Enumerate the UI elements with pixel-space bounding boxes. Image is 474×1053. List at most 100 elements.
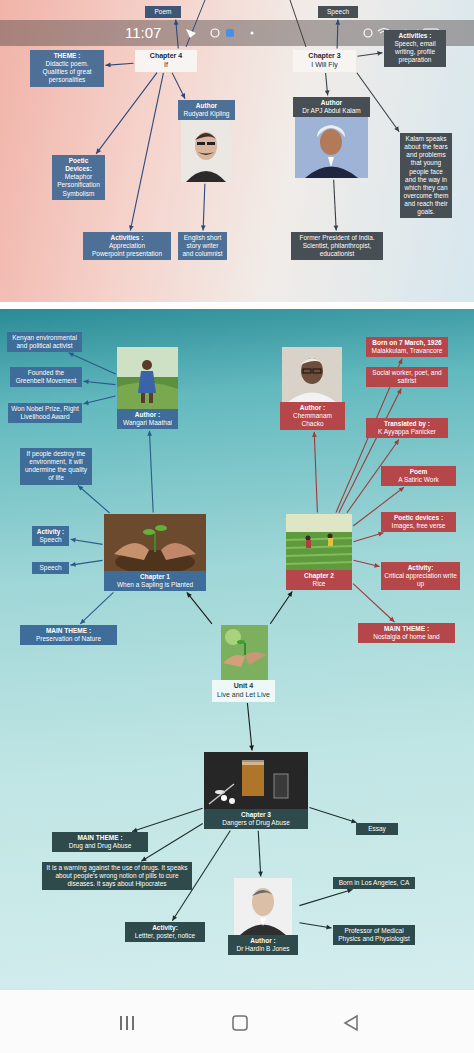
node-text: Poetic devices : [384, 514, 453, 522]
graphic-part [155, 525, 167, 531]
graphic-part [154, 532, 156, 552]
node-text: K Ayyappa Panicker [369, 428, 445, 436]
graphic-part [233, 1016, 247, 1030]
node-text: Didactic poem. Qualities of great person… [33, 60, 101, 84]
picture-node: Chapter 2Rice [286, 514, 352, 590]
graphic-part [282, 347, 342, 402]
node-text: If [138, 61, 194, 70]
drugs-photo [204, 752, 308, 809]
node-text: Kalam speaks about the fears and problem… [403, 135, 449, 216]
picture-node: Chapter 3Dangers of Drug Abuse [204, 752, 308, 829]
info-box: Former President of India. Scientist, ph… [291, 232, 383, 260]
connector-line [258, 831, 261, 877]
arrow-head [334, 225, 339, 230]
arrow-head [378, 532, 383, 537]
arrow-head [326, 925, 331, 930]
graphic-part [244, 643, 246, 655]
graphic-part [252, 890, 274, 896]
info-box: Speech [318, 6, 358, 18]
connector-line [80, 592, 113, 624]
connector-line [247, 703, 252, 751]
graphic-part [320, 129, 342, 155]
node-text: Images, free verse [384, 522, 453, 530]
graphic-part [207, 142, 215, 145]
connector-line [314, 432, 317, 513]
graphic-part [149, 393, 153, 403]
arrow-head [147, 431, 152, 436]
node-text: MAIN THEME : [55, 834, 145, 842]
info-box: Translated by :K Ayyappa Panicker [366, 418, 448, 438]
node-text: Appreciation [86, 242, 168, 250]
image-slot [104, 514, 206, 571]
info-box: MAIN THEME :Nostalgia of home land [358, 623, 455, 643]
connector [132, 808, 202, 832]
connector-line [132, 808, 202, 831]
arrow-head [389, 617, 394, 622]
graphic-part [223, 655, 245, 667]
wangari-photo [117, 347, 178, 409]
node-text: Author : [230, 937, 296, 945]
arrow-head [78, 485, 83, 490]
connector-line [334, 180, 337, 231]
connector [270, 591, 292, 623]
node-text: Chapter 2 [288, 572, 350, 580]
arrow-head [174, 20, 179, 25]
connector [353, 532, 383, 542]
info-box: MAIN THEME :Drug and Drug Abuse [52, 832, 148, 852]
rice-field-photo [286, 514, 352, 570]
image-slot [286, 514, 352, 570]
arrow-head [347, 889, 352, 894]
arrow-head [377, 51, 382, 56]
node-text: A Satiric Work [384, 476, 453, 484]
connector-line [270, 591, 292, 623]
graphic-part [286, 538, 352, 564]
connector-line [299, 890, 352, 906]
info-box: Essay [356, 823, 398, 835]
node-text: Chemmanam Chacko [282, 412, 343, 428]
node-text: Author : [282, 404, 343, 412]
image-slot [212, 625, 275, 680]
arrow-head [258, 871, 263, 876]
node-label: AuthorRudyard Kipling [178, 100, 235, 120]
node-text: Author [295, 99, 368, 107]
picture-node: AuthorRudyard Kipling [178, 100, 235, 182]
arrow-head [141, 857, 147, 862]
node-text: Activities : [86, 234, 168, 242]
graphic-part [242, 762, 264, 796]
arrow-head [399, 487, 404, 492]
connector [70, 560, 102, 566]
arrow-head [335, 20, 340, 25]
connector-line [309, 808, 356, 823]
arrow-head [105, 63, 110, 68]
arrow-head [172, 915, 177, 921]
node-text: Author : [119, 411, 176, 419]
arrow-head [187, 592, 192, 597]
graphic-part [186, 0, 205, 47]
connector-line [172, 73, 185, 99]
node-text: THEME : [33, 52, 101, 60]
info-box: Chapter 3I Will Fly [293, 50, 356, 72]
node-text: Born on 7 March, 1926 [369, 339, 445, 347]
node-text: Speech [35, 564, 66, 572]
graphic-part [328, 538, 333, 546]
node-text: Activities : [387, 32, 443, 40]
node-text: Symbolism [55, 190, 102, 198]
info-box: Poetic Devices:MetaphorPersonificationSy… [52, 155, 105, 200]
node-text: Poetic Devices: [55, 157, 102, 173]
connector [141, 823, 202, 861]
info-box: Activity:Lettter, poster, notice [125, 922, 205, 942]
nav-icons [0, 990, 474, 1053]
node-text: Dr Hardin B Jones [230, 945, 296, 953]
graphic-part [240, 925, 286, 936]
node-text: Wangari Maathai [119, 419, 176, 427]
image-slot [117, 347, 178, 409]
node-text: Rudyard Kipling [180, 110, 233, 118]
graphic-part [288, 393, 336, 403]
graphic-part [229, 798, 235, 804]
connector-line [130, 73, 163, 231]
arrow-head [287, 591, 292, 596]
arrow-head [394, 439, 399, 444]
graphic-part [195, 132, 217, 160]
arrow-head [96, 148, 101, 153]
info-box: MAIN THEME :Preservation of Nature [20, 625, 117, 645]
